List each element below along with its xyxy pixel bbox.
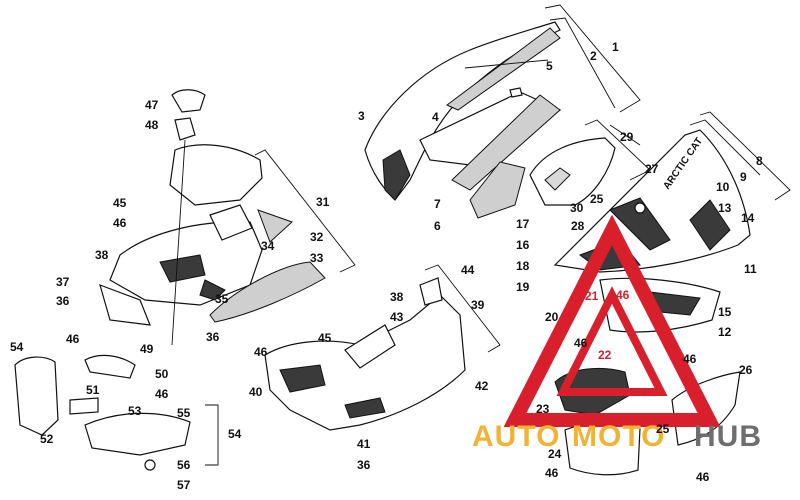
callout-19: 19 bbox=[516, 280, 530, 294]
callout-43: 43 bbox=[390, 310, 404, 324]
nose-pan-assembly bbox=[99, 89, 326, 346]
callout-1: 1 bbox=[612, 40, 619, 54]
callout-labels: 1 2 3 4 5 6 7 8 9 10 11 12 13 14 15 16 1… bbox=[10, 40, 763, 492]
callout-45a: 45 bbox=[113, 196, 127, 210]
callout-54a: 54 bbox=[10, 340, 24, 354]
callout-40: 40 bbox=[249, 385, 263, 399]
callout-46i: 46 bbox=[616, 288, 630, 302]
watermark-word-1: AUTO bbox=[472, 420, 560, 453]
callout-25b: 25 bbox=[656, 422, 670, 436]
callout-2: 2 bbox=[590, 49, 597, 63]
callout-53: 53 bbox=[128, 404, 142, 418]
callout-23: 23 bbox=[536, 402, 550, 416]
callout-11: 11 bbox=[744, 262, 757, 276]
callout-4: 4 bbox=[432, 110, 439, 124]
callout-54b: 54 bbox=[228, 427, 242, 441]
callout-12: 12 bbox=[718, 325, 732, 339]
callout-31: 31 bbox=[316, 195, 330, 209]
watermark-word-2: MOTO bbox=[572, 420, 665, 453]
callout-35: 35 bbox=[215, 292, 229, 306]
callout-14: 14 bbox=[741, 211, 755, 225]
callout-44: 44 bbox=[461, 263, 475, 277]
callout-brackets bbox=[205, 4, 791, 466]
callout-29: 29 bbox=[620, 130, 634, 144]
callout-28: 28 bbox=[571, 219, 585, 233]
callout-5: 5 bbox=[546, 59, 553, 73]
callout-46b: 46 bbox=[66, 332, 80, 346]
callout-51: 51 bbox=[86, 383, 100, 397]
callout-8: 8 bbox=[756, 154, 763, 168]
callout-36c: 36 bbox=[357, 458, 371, 472]
callout-17: 17 bbox=[516, 217, 530, 231]
callout-46g: 46 bbox=[696, 470, 710, 484]
callout-38b: 38 bbox=[390, 290, 404, 304]
callout-21: 21 bbox=[585, 289, 599, 303]
callout-57: 57 bbox=[177, 478, 191, 492]
watermark-word-3: HUB bbox=[694, 420, 762, 453]
callout-39: 39 bbox=[471, 298, 485, 312]
callout-6: 6 bbox=[434, 219, 441, 233]
callout-46d: 46 bbox=[254, 345, 268, 359]
left-small-parts bbox=[14, 354, 191, 471]
callout-56: 56 bbox=[177, 458, 191, 472]
callout-41: 41 bbox=[357, 437, 371, 451]
callout-7: 7 bbox=[434, 197, 441, 211]
callout-46h: 46 bbox=[545, 466, 559, 480]
callout-13: 13 bbox=[718, 201, 732, 215]
callout-46e: 46 bbox=[574, 336, 588, 350]
callout-36b: 36 bbox=[206, 330, 220, 344]
callout-34: 34 bbox=[261, 239, 275, 253]
callout-16: 16 bbox=[516, 238, 530, 252]
callout-25a: 25 bbox=[590, 192, 604, 206]
watermark: AUTO MOTO HUB bbox=[472, 214, 762, 453]
callout-36a: 36 bbox=[56, 294, 70, 308]
callout-38a: 38 bbox=[95, 248, 109, 262]
callout-32: 32 bbox=[310, 230, 324, 244]
callout-9: 9 bbox=[740, 170, 747, 184]
hood-assembly bbox=[364, 21, 562, 219]
callout-48: 48 bbox=[145, 118, 159, 132]
callout-50: 50 bbox=[155, 367, 169, 381]
callout-3: 3 bbox=[358, 109, 365, 123]
callout-30: 30 bbox=[570, 201, 584, 215]
callout-45b: 45 bbox=[318, 331, 332, 345]
callout-52: 52 bbox=[40, 432, 54, 446]
callout-46c: 46 bbox=[155, 387, 169, 401]
callout-42: 42 bbox=[475, 379, 489, 393]
callout-33: 33 bbox=[310, 251, 324, 265]
callout-15: 15 bbox=[718, 305, 732, 319]
callout-47: 47 bbox=[145, 98, 159, 112]
callout-27: 27 bbox=[645, 162, 659, 176]
callout-24: 24 bbox=[548, 447, 562, 461]
callout-37: 37 bbox=[56, 275, 70, 289]
callout-49: 49 bbox=[140, 342, 154, 356]
callout-10: 10 bbox=[716, 180, 730, 194]
callout-26: 26 bbox=[739, 363, 753, 377]
callout-18: 18 bbox=[516, 259, 530, 273]
callout-55: 55 bbox=[177, 406, 191, 420]
callout-46f: 46 bbox=[683, 352, 697, 366]
lower-pan-assembly bbox=[264, 277, 466, 431]
callout-20: 20 bbox=[545, 310, 559, 324]
callout-46a: 46 bbox=[113, 216, 127, 230]
windshield-assembly bbox=[529, 137, 616, 206]
callout-22: 22 bbox=[598, 348, 612, 362]
